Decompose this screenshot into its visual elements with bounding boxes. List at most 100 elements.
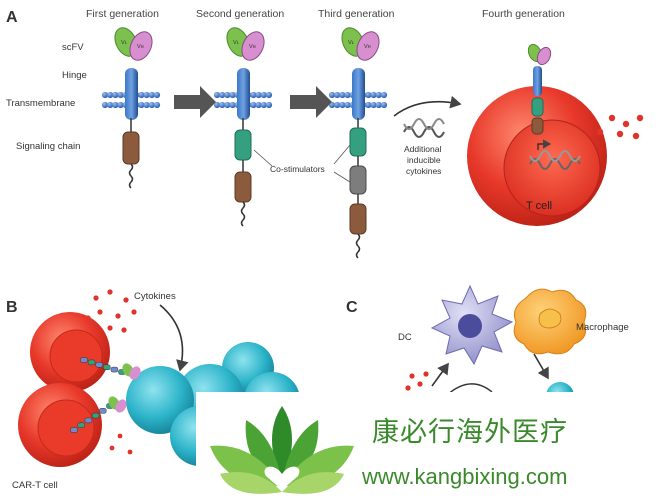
membrane-bead bbox=[375, 101, 382, 109]
membrane-bead bbox=[224, 91, 231, 99]
membrane-bead bbox=[112, 91, 119, 99]
car-receptor-gen3: Vʟ Vʜ bbox=[341, 27, 380, 259]
cytokine-dot bbox=[616, 130, 624, 138]
third-generation-heading: Third generation bbox=[318, 8, 395, 20]
membrane-gen1 bbox=[101, 91, 161, 109]
car-receptor-gen1: Vʟ Vʜ bbox=[114, 27, 153, 189]
cytokine-dot bbox=[127, 449, 133, 455]
car-chain-segment bbox=[80, 357, 88, 363]
panel-a-label: A bbox=[6, 9, 18, 26]
membrane-bead bbox=[260, 91, 267, 99]
hinge-gen2 bbox=[237, 68, 250, 120]
cytokine-dots-c bbox=[405, 371, 429, 391]
car-t-cell-bottom bbox=[18, 383, 102, 467]
cytokine-dot bbox=[596, 128, 604, 136]
membrane-bead bbox=[334, 91, 341, 99]
cytokine-dot bbox=[109, 445, 115, 451]
membrane-bead bbox=[344, 91, 351, 99]
watermark-url-text: www.kangbixing.com bbox=[362, 464, 568, 489]
cd3z-tail-gen1 bbox=[128, 163, 134, 189]
membrane-bead bbox=[143, 101, 150, 109]
membrane-bead bbox=[229, 101, 236, 109]
membrane-bead bbox=[375, 91, 382, 99]
cytokine-dot bbox=[417, 381, 423, 387]
cytokine-dot bbox=[121, 327, 127, 333]
second-generation-heading: Second generation bbox=[196, 8, 284, 20]
membrane-bead bbox=[224, 101, 231, 109]
cytokine-dot bbox=[107, 289, 113, 295]
membrane-bead bbox=[365, 101, 372, 109]
membrane-gen3 bbox=[328, 91, 388, 109]
membrane-bead bbox=[380, 101, 388, 109]
costimulatory-domain-1-gen3 bbox=[349, 127, 367, 157]
cytokines-text: cytokines bbox=[406, 166, 441, 176]
membrane-bead bbox=[148, 91, 155, 99]
cd3z-tail-gen3 bbox=[355, 233, 361, 259]
dc-label: DC bbox=[398, 332, 412, 343]
additional-text: Additional bbox=[404, 144, 441, 154]
car-chain-segment bbox=[87, 359, 96, 366]
membrane-bead bbox=[255, 91, 262, 99]
membrane-bead bbox=[107, 101, 114, 109]
vh-label-gen3: Vʜ bbox=[364, 44, 371, 50]
cytokine-dot bbox=[622, 120, 630, 128]
vh-label-gen1: Vʜ bbox=[137, 44, 144, 50]
membrane-bead bbox=[229, 91, 236, 99]
vh-label-gen2: Vʜ bbox=[249, 44, 256, 50]
costim-pointer-gen2 bbox=[253, 149, 273, 167]
signaling-domain-gen1 bbox=[122, 131, 140, 165]
macrophage-cell bbox=[513, 288, 587, 355]
car-chain-segment bbox=[77, 422, 85, 428]
membrane-bead bbox=[117, 91, 124, 99]
signaling-domain-gen2 bbox=[234, 171, 252, 203]
costim-pointer-gen3a bbox=[333, 144, 351, 165]
dna-icon bbox=[403, 118, 445, 138]
vl-label-gen2: Vʟ bbox=[233, 40, 240, 46]
fourth-generation-heading: Fourth generation bbox=[482, 8, 565, 20]
signaling-chain-label: Signaling chain bbox=[16, 141, 80, 152]
membrane-bead bbox=[101, 101, 109, 109]
cytokine-dot bbox=[636, 114, 644, 122]
cytokine-dot bbox=[131, 309, 137, 315]
cytokine-dot bbox=[115, 313, 121, 319]
membrane-bead bbox=[213, 91, 221, 99]
costim-domain-gen4 bbox=[531, 97, 544, 117]
t-cell-nucleus bbox=[503, 119, 601, 217]
membrane-bead bbox=[138, 101, 145, 109]
costimulatory-domain-gen2 bbox=[234, 129, 252, 161]
membrane-bead bbox=[153, 91, 161, 99]
car-chain-segment bbox=[91, 412, 100, 419]
panel-c-label: C bbox=[346, 299, 358, 316]
vl-label-gen3: Vʟ bbox=[348, 40, 355, 46]
membrane-bead bbox=[153, 101, 161, 109]
co-stimulators-label: Co-stimulators bbox=[270, 164, 325, 174]
membrane-bead bbox=[365, 91, 372, 99]
scfv-vh-domain-gen2 bbox=[241, 31, 265, 61]
hinge-gen4 bbox=[533, 66, 542, 96]
progression-arrow-3 bbox=[393, 95, 462, 117]
cytokine-dot bbox=[107, 325, 113, 331]
hinge-gen3 bbox=[352, 68, 365, 120]
macrophage-activation-arrow bbox=[533, 353, 549, 380]
membrane-bead bbox=[265, 101, 273, 109]
membrane-bead bbox=[260, 101, 267, 109]
hinge-gen1 bbox=[125, 68, 138, 120]
membrane-bead bbox=[370, 101, 377, 109]
car-chain-segment bbox=[110, 366, 119, 373]
cytokine-dot bbox=[608, 114, 616, 122]
transmembrane-label: Transmembrane bbox=[6, 98, 75, 109]
signal-domain-gen4 bbox=[531, 117, 544, 135]
car-chain-segment bbox=[70, 427, 78, 433]
membrane-bead bbox=[219, 91, 226, 99]
cytokine-dot bbox=[123, 297, 129, 303]
t-cell-label: T cell bbox=[526, 200, 552, 212]
membrane-bead bbox=[344, 101, 351, 109]
cytokine-action-arrow bbox=[159, 304, 189, 372]
lotus-logo-icon bbox=[210, 406, 354, 494]
macrophage-label: Macrophage bbox=[576, 322, 629, 333]
membrane-bead bbox=[339, 101, 346, 109]
scfv-vh-domain-gen1 bbox=[129, 31, 153, 61]
hinge-label: Hinge bbox=[62, 70, 87, 81]
cd3z-tail-gen2 bbox=[240, 201, 246, 227]
